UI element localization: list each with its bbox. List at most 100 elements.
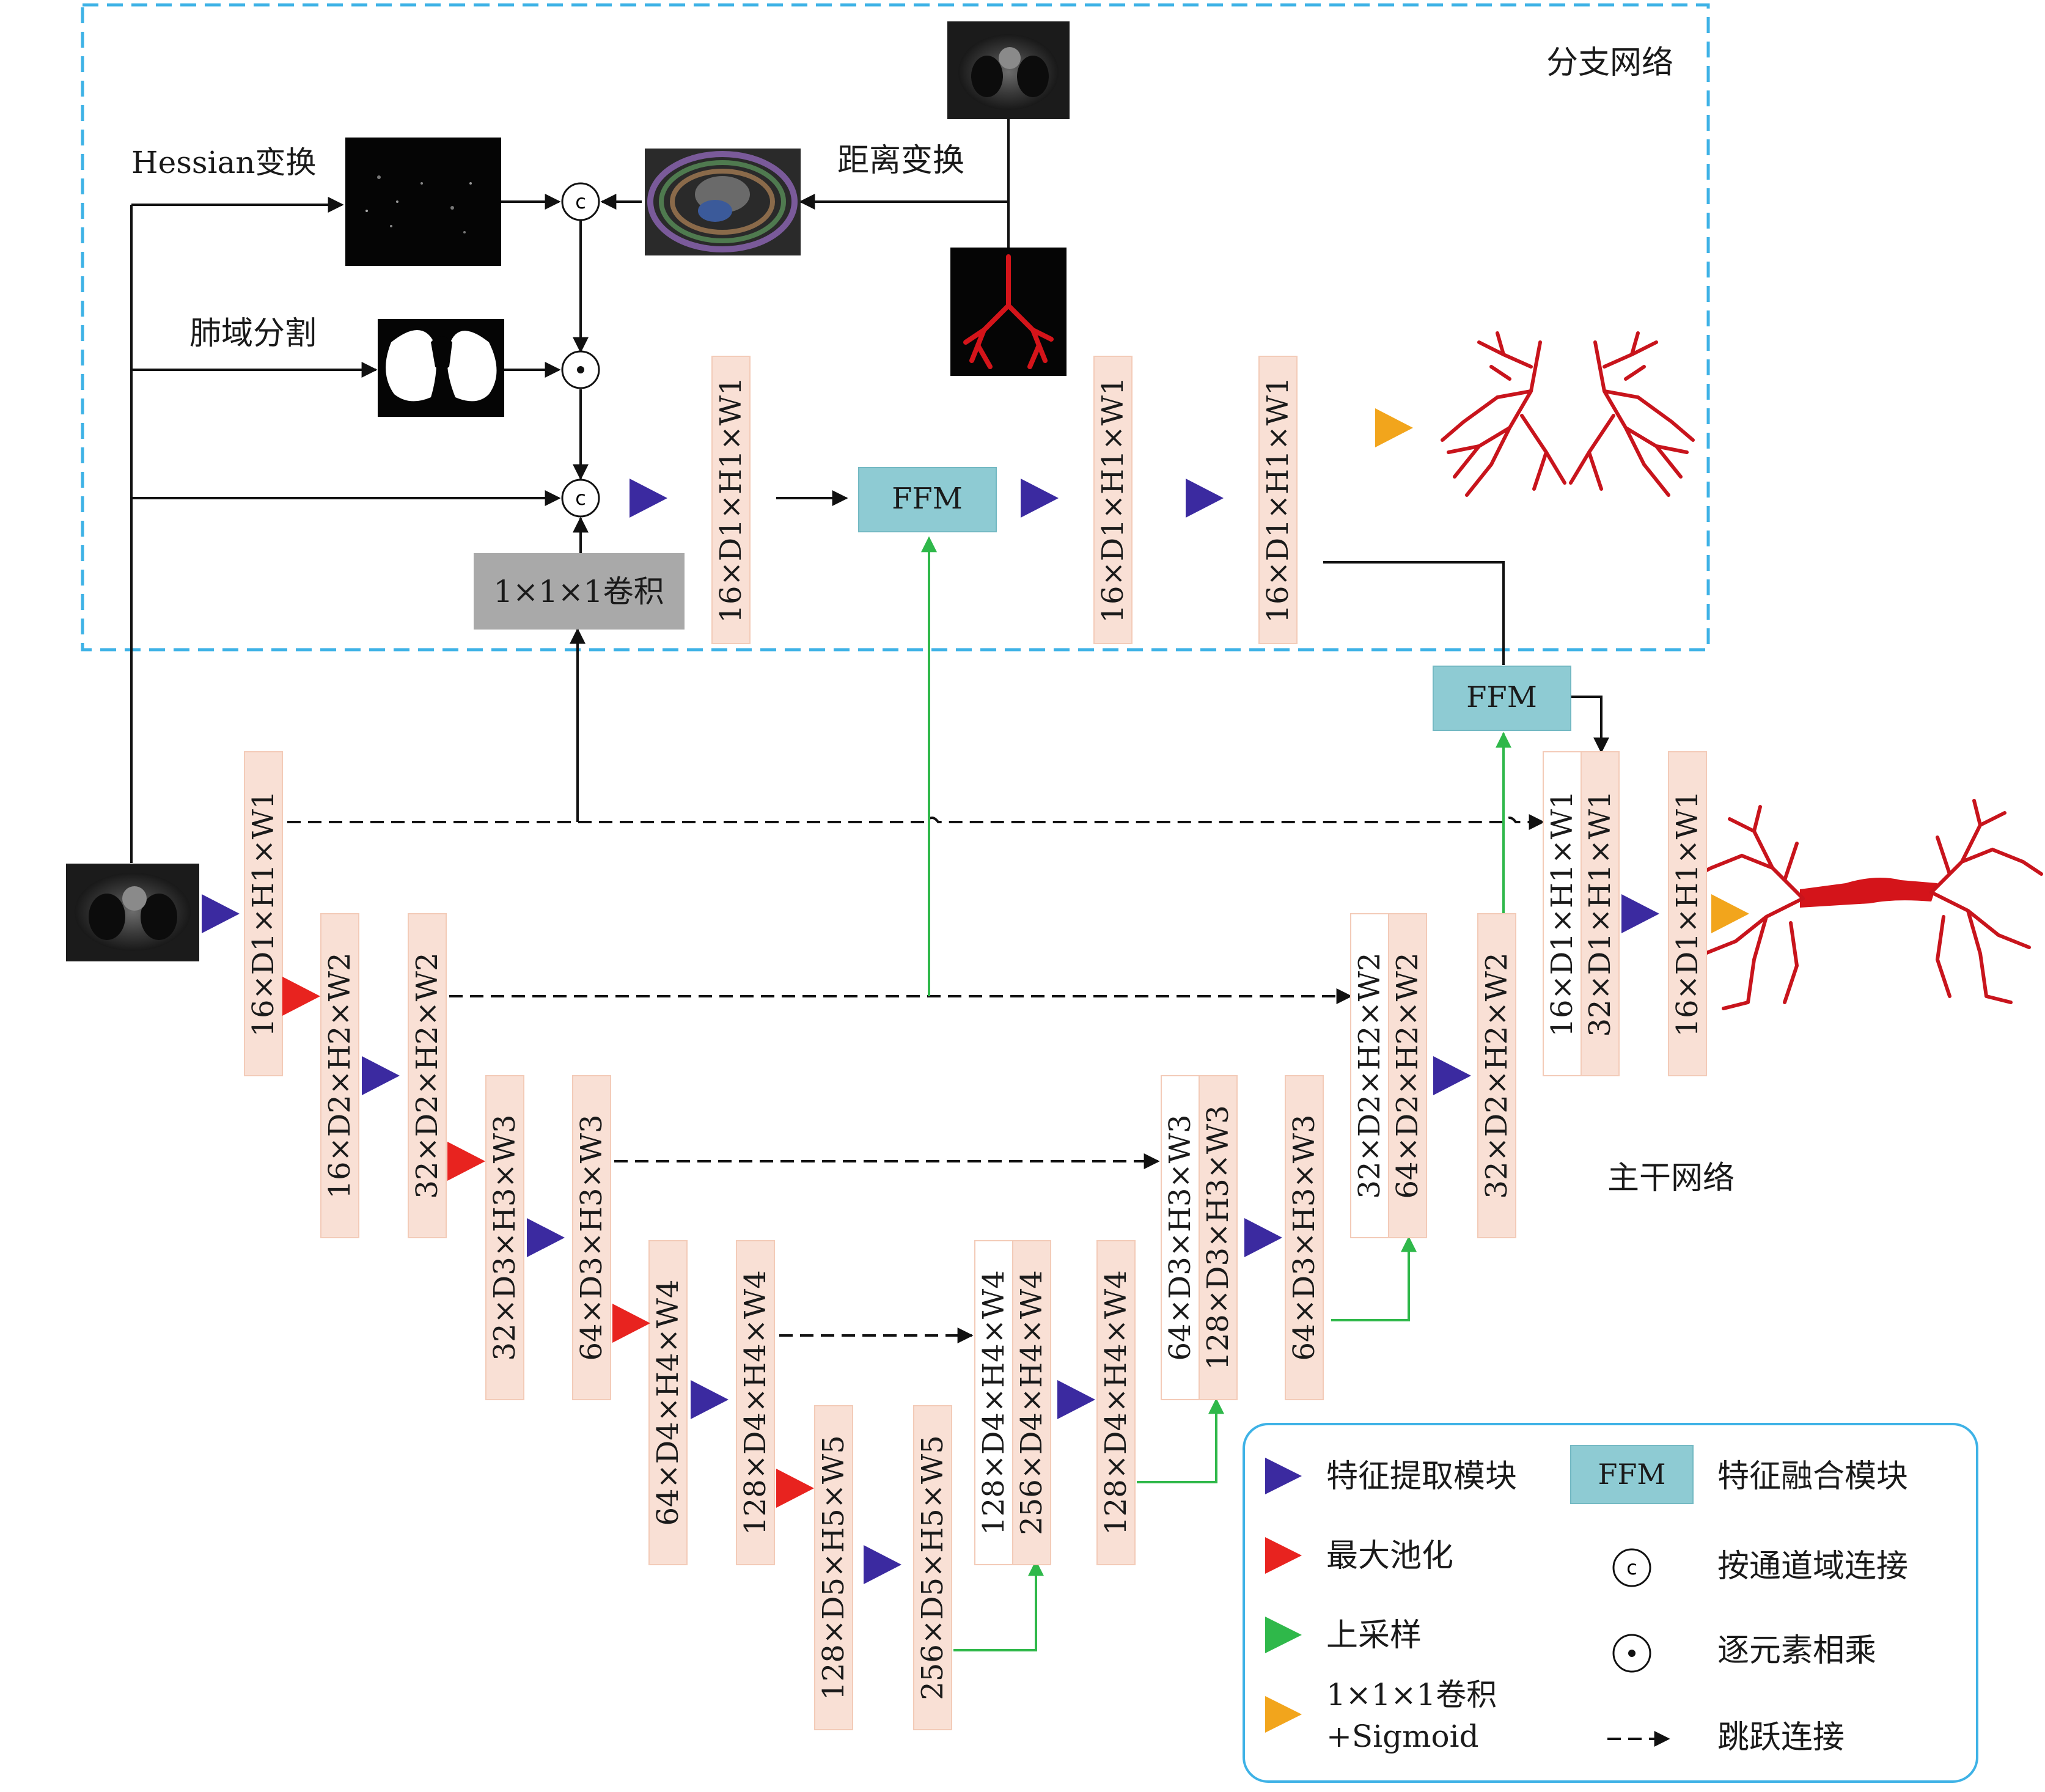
- sigmoid-arrow-14: [1711, 894, 1749, 933]
- svg-text:FFM: FFM: [892, 482, 963, 516]
- decoder-block-10-label: 16×D1×H1×W1: [1545, 790, 1579, 1037]
- encoder-block-9-box: [913, 1405, 952, 1730]
- decoder-block-1-label: 128×D4×H4×W4: [977, 1270, 1011, 1535]
- legend-multiply-icon: [1612, 1634, 1651, 1673]
- legend-upsample-label: 上采样: [1326, 1617, 1422, 1654]
- legend-upsample-icon: [1265, 1617, 1302, 1653]
- decoder-block-7-box: [1350, 913, 1389, 1238]
- concat-operator-bottom: c: [561, 479, 600, 518]
- airway-label-image: [950, 248, 1067, 376]
- legend: 特征提取模块 最大池化 上采样 1×1×1卷积 +Sigmoid FFM 特征融…: [1243, 1423, 1978, 1783]
- feature-extract-arrow-1: [202, 894, 240, 933]
- branch-block-2-box: [1093, 356, 1133, 644]
- svg-text:FFM: FFM: [1598, 1458, 1666, 1491]
- legend-ffm-icon: [1570, 1445, 1694, 1504]
- branch-block-1-label: 16×D1×H1×W1: [714, 376, 748, 623]
- decoder-block-4-box: [1161, 1075, 1200, 1400]
- decoder-block-6-label: 64×D3×H3×W3: [1287, 1114, 1321, 1361]
- max-pool-arrow-4: [447, 1142, 485, 1181]
- decoder-block-8-label: 64×D2×H2×W2: [1390, 952, 1425, 1199]
- distance-transform-label: 距离变换: [837, 142, 964, 179]
- legend-skip-label: 跳跃连接: [1717, 1719, 1845, 1756]
- legend-concat-label: 按通道域连接: [1717, 1548, 1908, 1585]
- encoder-block-2-label: 16×D2×H2×W2: [323, 952, 357, 1199]
- ct-scan-input-image: [66, 864, 199, 961]
- legend-sigmoid-icon: [1265, 1696, 1302, 1733]
- encoder-block-8-label: 128×D5×H5×W5: [817, 1435, 851, 1700]
- encoder-block-1-label: 16×D1×H1×W1: [246, 790, 281, 1037]
- ffm-box-branch: FFM: [858, 467, 997, 532]
- hessian-image: [345, 138, 501, 266]
- decoder-block-9-box: [1477, 913, 1516, 1238]
- decoder-block-5-label: 128×D3×H3×W3: [1201, 1105, 1235, 1370]
- skip-connections: [287, 814, 1545, 1343]
- legend-max-pool-icon: [1265, 1537, 1302, 1574]
- decoder-block-8-box: [1388, 913, 1427, 1238]
- feature-extract-arrow-13: [1621, 894, 1659, 933]
- branch-block-1-box: [711, 356, 751, 644]
- decoder-block-7-label: 32×D2×H2×W2: [1353, 952, 1387, 1199]
- encoder-block-7-label: 128×D4×H4×W4: [738, 1270, 773, 1535]
- feature-extract-arrow-16: [1021, 479, 1059, 518]
- feature-extract-arrow-12: [1433, 1056, 1471, 1095]
- decoder-block-12-box: [1668, 751, 1707, 1076]
- ct-scan-top-image: [947, 21, 1070, 119]
- legend-conv-sigmoid-line1: 1×1×1卷积: [1326, 1677, 1497, 1713]
- branch-network-title: 分支网络: [1546, 45, 1673, 81]
- feature-extract-arrow-5: [527, 1218, 565, 1257]
- ffm-box-trunk: FFM: [1433, 666, 1571, 731]
- decoder-block-1-box: [974, 1240, 1013, 1565]
- hessian-transform-label: Hessian变换: [131, 145, 317, 180]
- max-pool-arrow-6: [612, 1304, 650, 1343]
- max-pool-arrow-8: [776, 1469, 814, 1508]
- conv-1x1x1-box: 1×1×1卷积: [474, 553, 685, 630]
- concat-operator-top: c: [561, 182, 600, 221]
- decoder-block-2-box: [1012, 1240, 1051, 1565]
- feature-extract-arrow-15: [630, 479, 667, 518]
- trunk-network-title: 主干网络: [1607, 1160, 1735, 1197]
- encoder-block-2-box: [320, 913, 359, 1238]
- encoder-block-6-label: 64×D4×H4×W4: [651, 1279, 685, 1526]
- max-pool-arrow-2: [282, 977, 320, 1016]
- encoder-block-4-box: [485, 1075, 524, 1400]
- feature-extract-arrow-17: [1186, 479, 1224, 518]
- encoder-block-4-label: 32×D3×H3×W3: [488, 1114, 522, 1361]
- lung-mask-image: [378, 319, 504, 417]
- feature-extract-arrow-9: [864, 1545, 901, 1584]
- branch-network-frame: [81, 3, 1710, 652]
- svg-text:c: c: [1626, 1556, 1637, 1579]
- decoder-block-6-box: [1285, 1075, 1324, 1400]
- feature-extract-arrow-7: [691, 1380, 729, 1419]
- svg-text:FFM: FFM: [1466, 680, 1537, 714]
- multiply-operator: [561, 350, 600, 389]
- encoder-block-3-box: [408, 913, 447, 1238]
- feature-extract-arrow-3: [362, 1056, 400, 1095]
- encoder-block-9-label: 256×D5×H5×W5: [916, 1435, 950, 1700]
- decoder-block-3-label: 128×D4×H4×W4: [1099, 1270, 1133, 1535]
- svg-text:1×1×1卷积: 1×1×1卷积: [493, 574, 664, 609]
- decoder-block-12-label: 16×D1×H1×W1: [1670, 790, 1705, 1037]
- legend-conv-sigmoid-line2: +Sigmoid: [1326, 1719, 1479, 1754]
- legend-concat-icon: c: [1612, 1548, 1651, 1587]
- decoder-block-4-label: 64×D3×H3×W3: [1163, 1114, 1197, 1361]
- distance-transform-image: [645, 149, 801, 255]
- encoder-block-6-box: [648, 1240, 688, 1565]
- encoder-block-5-label: 64×D3×H3×W3: [575, 1114, 609, 1361]
- legend-ffm-label: 特征融合模块: [1717, 1458, 1908, 1495]
- legend-max-pool-label: 最大池化: [1326, 1538, 1453, 1574]
- trunk-airway-output: [1685, 799, 2043, 1010]
- encoder-block-8-box: [814, 1405, 853, 1730]
- branch-block-3-box: [1258, 356, 1298, 644]
- branch-block-3-label: 16×D1×H1×W1: [1261, 376, 1295, 623]
- legend-feature-extract-label: 特征提取模块: [1326, 1458, 1517, 1495]
- branch-airway-output: [1441, 331, 1695, 497]
- decoder-block-9-label: 32×D2×H2×W2: [1480, 952, 1514, 1199]
- decoder-block-5-box: [1199, 1075, 1238, 1400]
- encoder-block-3-label: 32×D2×H2×W2: [410, 952, 444, 1199]
- legend-multiply-label: 逐元素相乘: [1717, 1632, 1876, 1669]
- branch-connectors: [130, 113, 1609, 863]
- svg-text:c: c: [575, 190, 586, 213]
- branch-block-2-label: 16×D1×H1×W1: [1096, 376, 1130, 623]
- lung-segmentation-label: 肺域分割: [189, 315, 317, 352]
